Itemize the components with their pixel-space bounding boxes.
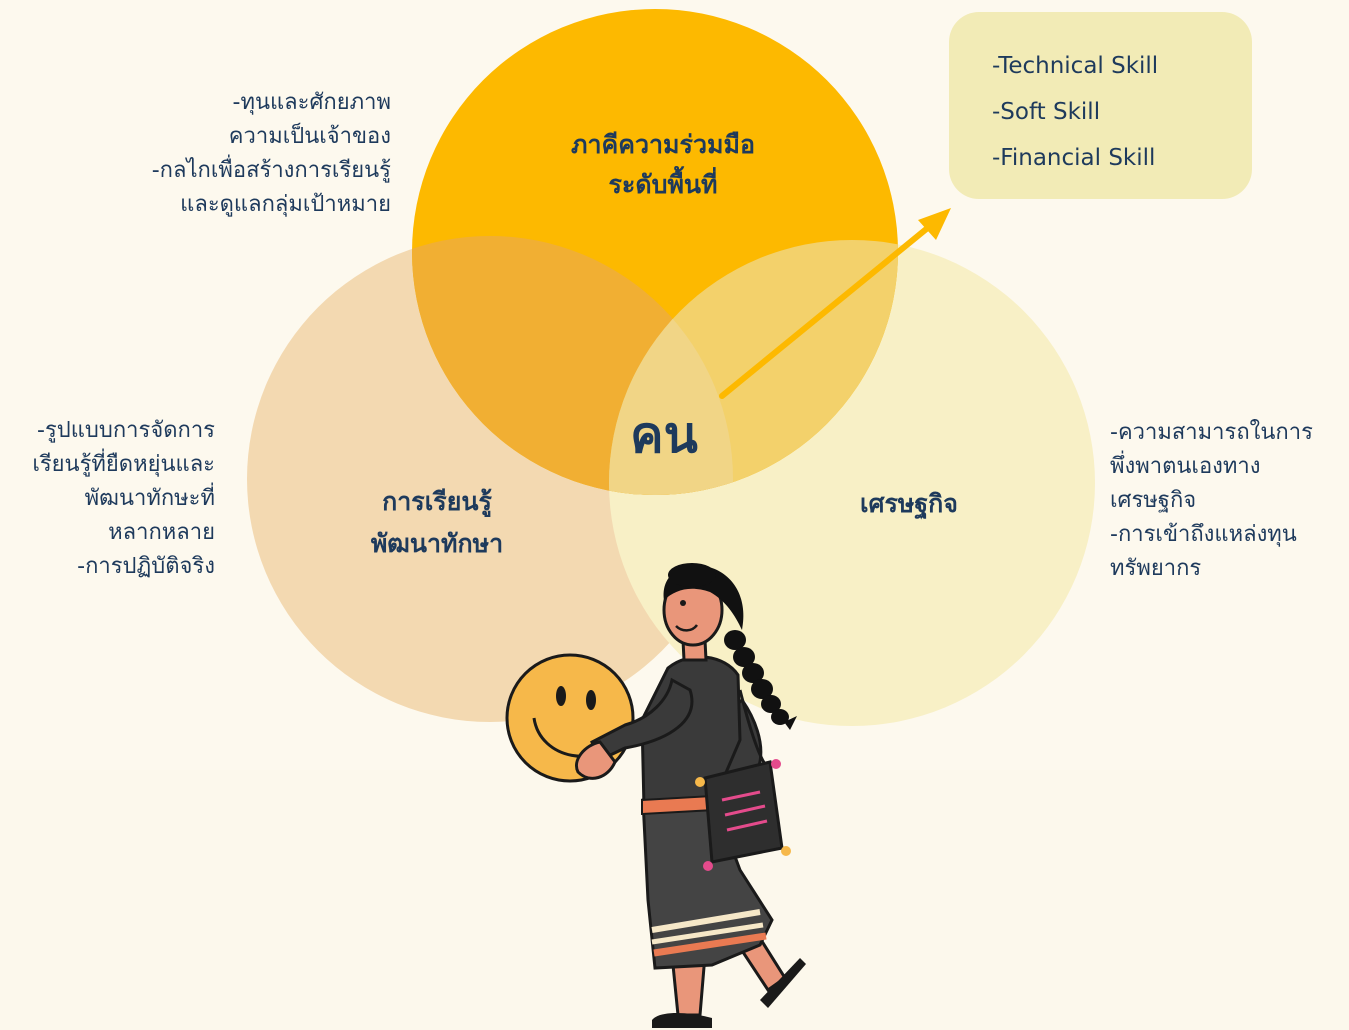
partnership-label-line2: ระดับพื้นที่ — [608, 165, 717, 199]
annotation-line: -รูปแบบการจัดการ — [37, 418, 215, 443]
skill-item: -Soft Skill — [992, 99, 1101, 125]
skills-box — [949, 12, 1252, 199]
arrow-up-right-icon — [719, 208, 951, 399]
partnership-annotation: -ทุนและศักยภาพ ความเป็นเจ้าของ -กลไกเพื่… — [152, 86, 391, 222]
learning-label-line1: การเรียนรู้ — [382, 487, 492, 518]
skill-item: -Technical Skill — [992, 53, 1159, 79]
woman-carrying-smiley-illustration — [505, 563, 806, 1028]
annotation-line: พึ่งพาตนเองทาง — [1110, 454, 1261, 479]
annotation-line: ทรัพยากร — [1110, 556, 1202, 581]
annotation-line: -การปฏิบัติจริง — [77, 554, 215, 579]
annotation-line: และดูแลกลุ่มเป้าหมาย — [180, 192, 391, 217]
center-label: คน — [630, 406, 698, 464]
annotation-line: พัฒนาทักษะที่ — [84, 486, 215, 511]
annotation-line: -การเข้าถึงแหล่งทุน — [1110, 522, 1297, 547]
annotation-line: -กลไกเพื่อสร้างการเรียนรู้ — [151, 158, 391, 183]
annotation-line: -ทุนและศักยภาพ — [232, 90, 392, 115]
annotation-line: หลากหลาย — [108, 520, 215, 545]
economy-label: เศรษฐกิจ — [860, 489, 958, 520]
annotation-line: -ความสามารถในการ — [1110, 420, 1313, 445]
partnership-label-line1: ภาคีความร่วมมือ — [571, 130, 755, 159]
economy-annotation: -ความสามารถในการ พึ่งพาตนเองทาง เศรษฐกิจ… — [1110, 416, 1313, 586]
skill-item: -Financial Skill — [992, 145, 1156, 171]
annotation-line: เรียนรู้ที่ยืดหยุ่นและ — [32, 452, 215, 477]
learning-annotation: -รูปแบบการจัดการ เรียนรู้ที่ยืดหยุ่นและ … — [32, 414, 215, 584]
learning-label-line2: พัฒนาทักษา — [371, 529, 503, 558]
skills-list: -Technical Skill -Soft Skill -Financial … — [992, 43, 1158, 181]
annotation-line: ความเป็นเจ้าของ — [228, 124, 391, 149]
annotation-line: เศรษฐกิจ — [1110, 488, 1197, 513]
